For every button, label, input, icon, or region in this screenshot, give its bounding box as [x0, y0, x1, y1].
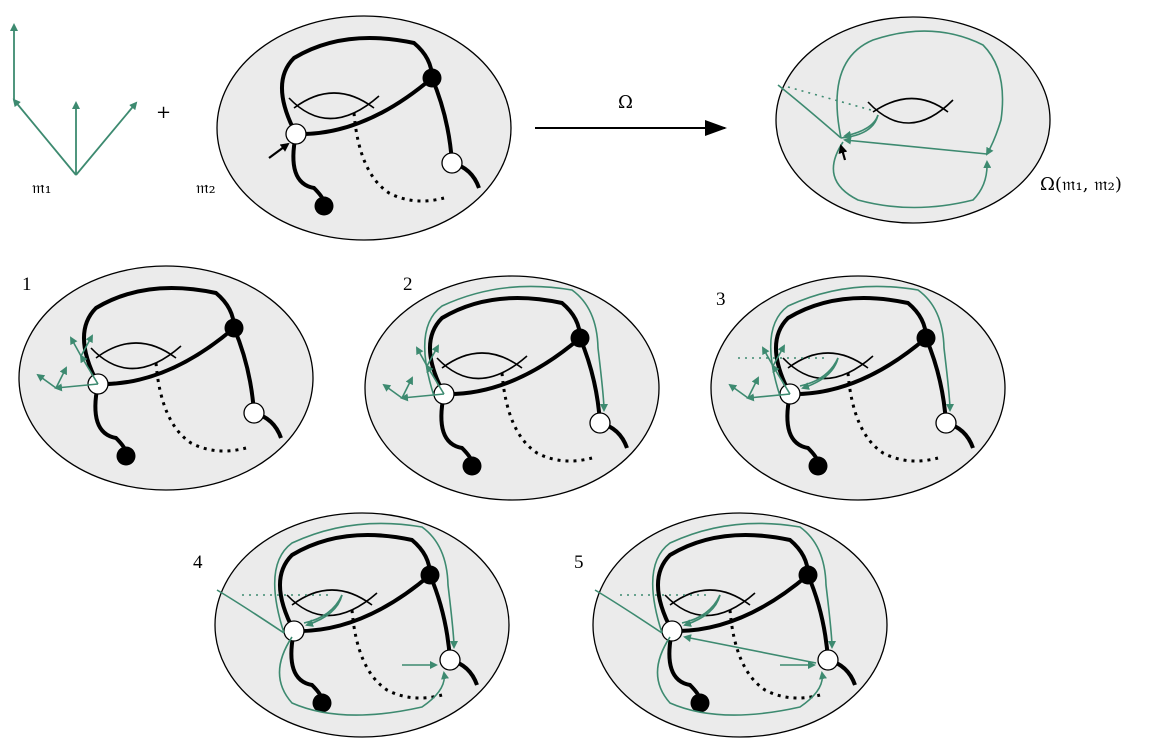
step-label-4: 4 [193, 552, 203, 573]
vector-fan-m1 [10, 23, 138, 176]
torus-step-1 [17, 264, 315, 492]
label-m1: 𝔪₁ [32, 178, 52, 198]
label-result: Ω(𝔪₁, 𝔪₂) [1040, 174, 1122, 195]
step-label-1: 1 [22, 274, 32, 295]
step-label-3: 3 [716, 289, 726, 310]
torus-step-4 [213, 511, 511, 739]
torus-result [775, 16, 1051, 224]
omega-label: Ω [618, 92, 633, 113]
torus-step-5 [591, 511, 889, 739]
torus-step-2 [363, 274, 661, 502]
torus-m2 [215, 14, 513, 242]
label-m2: 𝔪₂ [196, 178, 216, 198]
step-label-2: 2 [403, 274, 413, 295]
plus-sign: + [156, 102, 171, 123]
torus-step-3 [709, 274, 1007, 502]
step-label-5: 5 [574, 552, 584, 573]
